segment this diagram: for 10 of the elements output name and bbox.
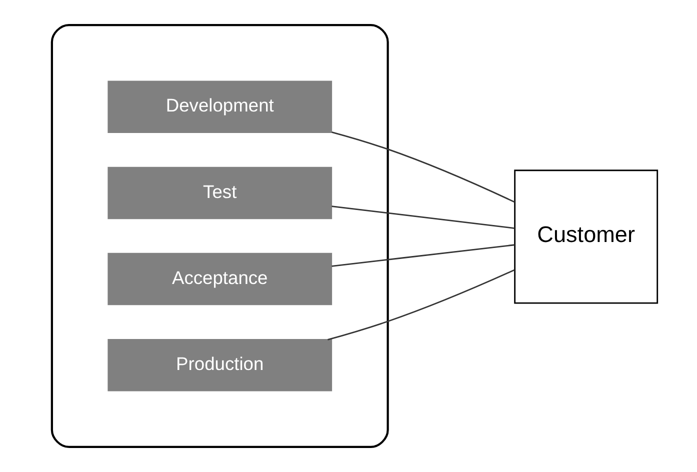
connector (331, 244, 514, 267)
node-box: Customer (514, 170, 658, 304)
node-box: Test (107, 166, 332, 220)
connector (331, 206, 514, 229)
node-box: Development (107, 80, 332, 133)
connector (331, 131, 515, 203)
cluster (50, 24, 388, 448)
node-box: Production (107, 339, 332, 392)
connector (327, 269, 514, 340)
node-box: Acceptance (107, 252, 332, 306)
